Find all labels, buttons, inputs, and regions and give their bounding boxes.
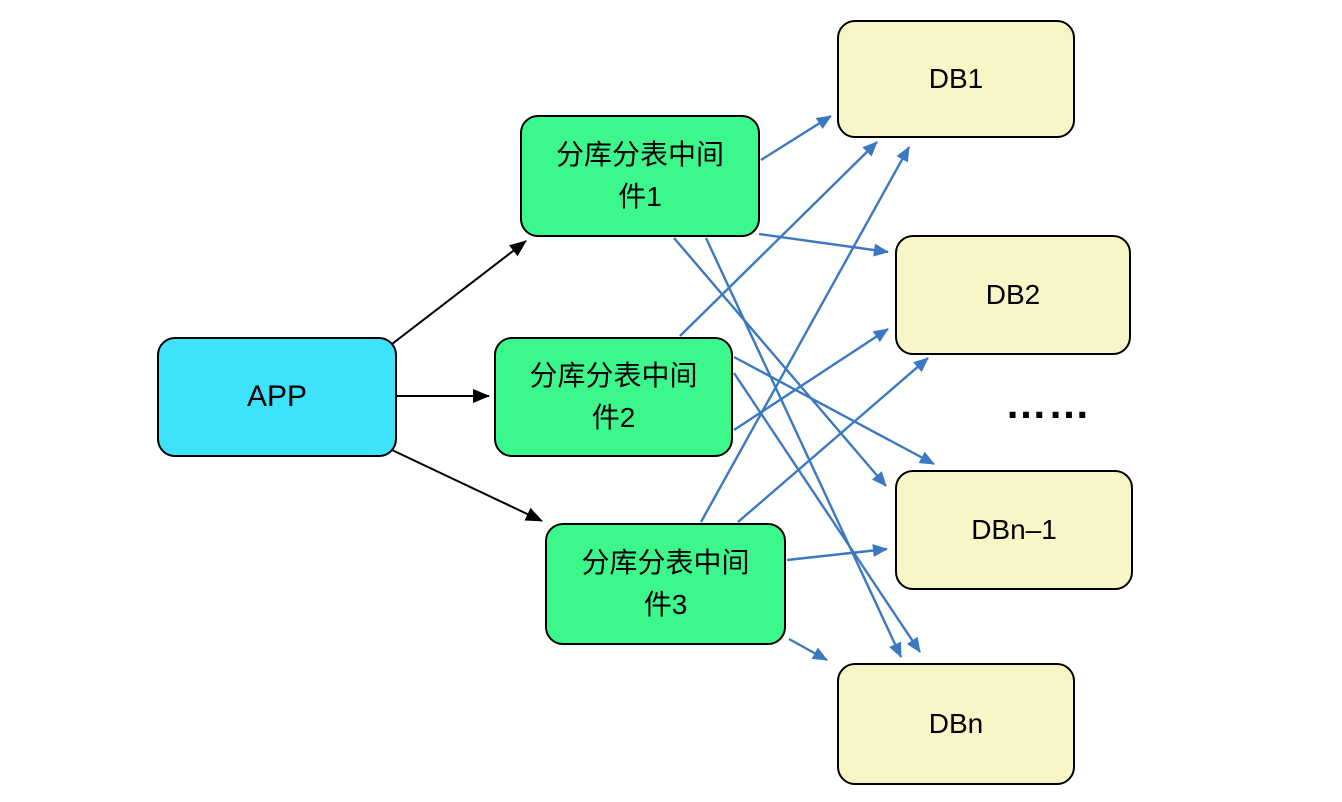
edge-mw3-dbn1 — [786, 544, 888, 562]
more-databases-ellipsis: …… — [1005, 380, 1091, 427]
edge-app-mw1 — [391, 240, 527, 345]
node-label: 分库分表中间件2 — [529, 360, 698, 433]
node-middleware-1: 分库分表中间件1 — [520, 115, 760, 237]
node-db2: DB2 — [895, 235, 1131, 355]
node-label: 分库分表中间件1 — [555, 139, 724, 212]
node-dbn: DBn — [837, 663, 1075, 785]
edge-mw2-dbn1 — [733, 355, 935, 466]
node-label: DB2 — [985, 279, 1041, 310]
node-label: DBn–1 — [971, 514, 1057, 545]
edge-mw1-db1 — [760, 114, 832, 162]
node-middleware-3: 分库分表中间件3 — [545, 523, 786, 645]
edge-mw1-db2 — [758, 232, 889, 257]
node-middleware-2: 分库分表中间件2 — [494, 337, 733, 457]
node-label: DBn — [928, 708, 984, 739]
node-label: DB1 — [928, 63, 984, 94]
edge-mw2-db2 — [733, 327, 889, 432]
edge-mw3-dbn — [788, 637, 828, 662]
node-dbn-1: DBn–1 — [895, 470, 1133, 590]
node-label: 分库分表中间件3 — [581, 547, 750, 620]
edge-app-mw3 — [391, 449, 543, 522]
node-db1: DB1 — [837, 20, 1075, 138]
node-label: APP — [246, 380, 308, 413]
node-app: APP — [157, 337, 397, 457]
